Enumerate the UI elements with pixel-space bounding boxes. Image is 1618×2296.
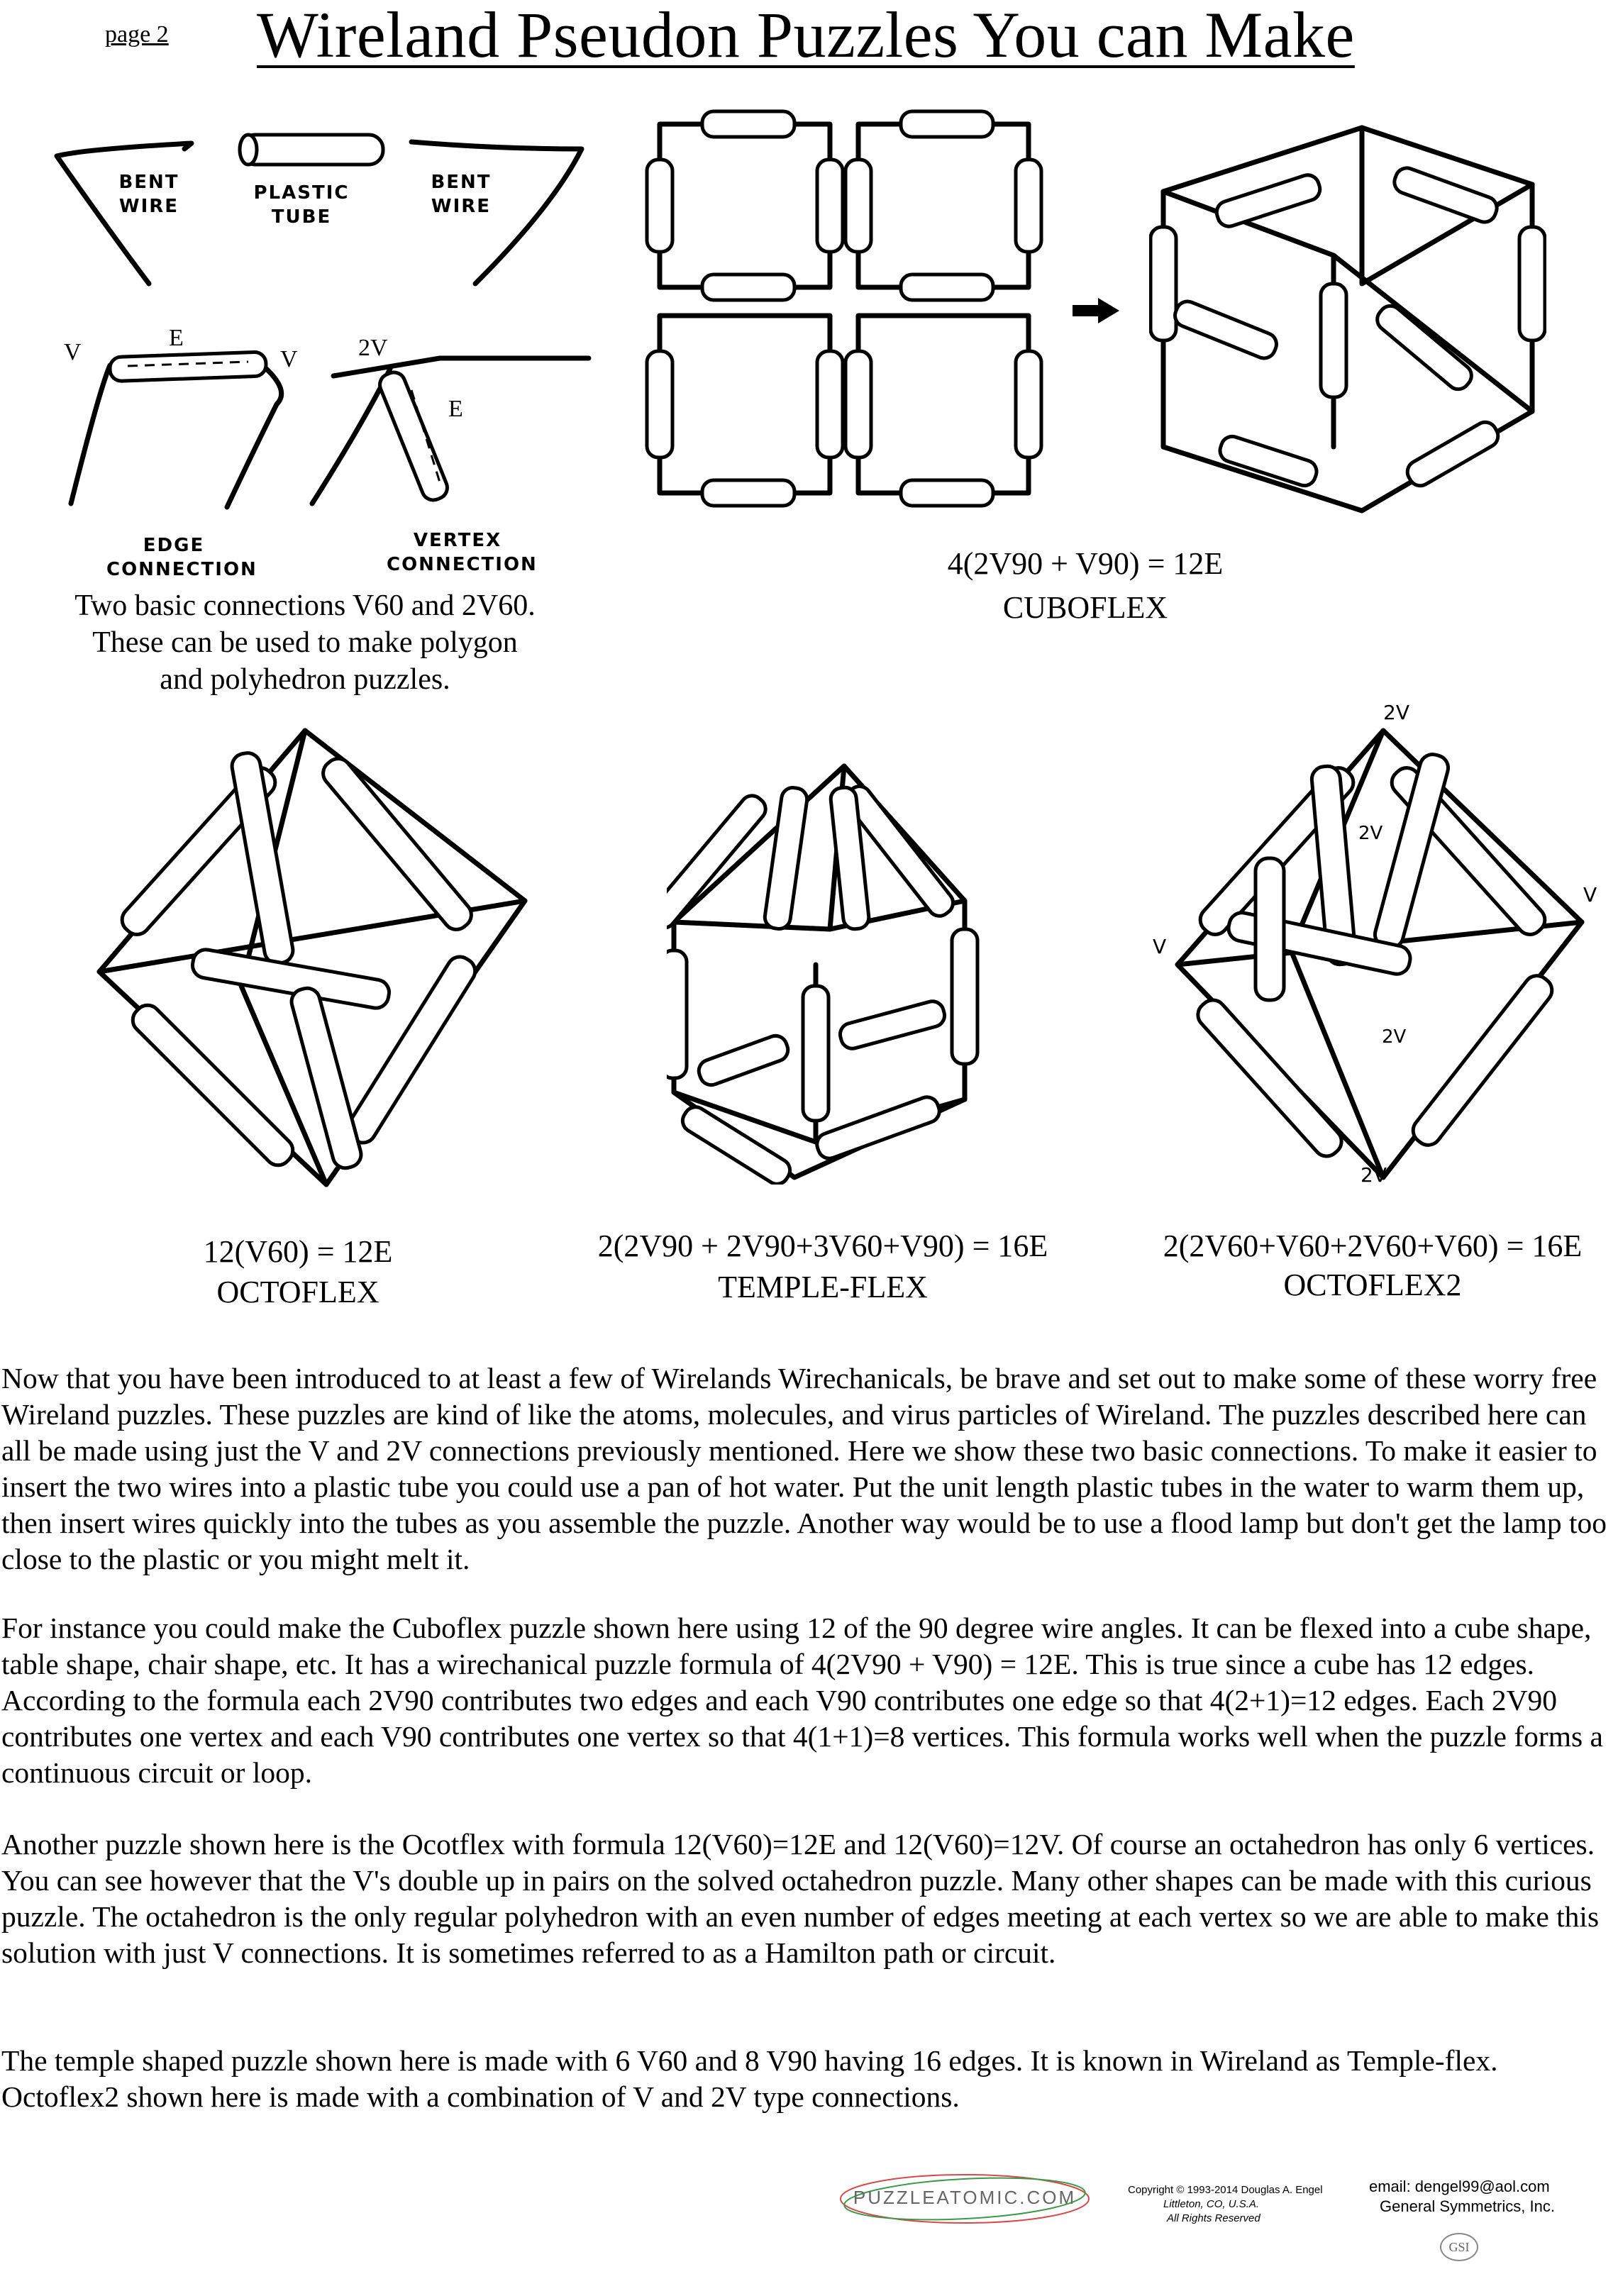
- vertex-wire-leg: [309, 366, 393, 506]
- templeflex-formula: 2(2V90 + 2V90+3V60+V90) = 16E: [597, 1229, 1048, 1263]
- octoflex2-label-v-left: V: [1153, 935, 1167, 958]
- label-plastic-tube: PLASTIC TUBE: [253, 182, 350, 228]
- octoflex2-label-2v-top: 2V: [1383, 701, 1409, 724]
- label-v-right: V: [280, 346, 298, 372]
- label-e-right: E: [448, 396, 463, 422]
- gsi-emblem-icon: GSI: [1440, 2233, 1478, 2261]
- cuboflex-flat-diagram: [645, 109, 1043, 508]
- label-vertex-connection: VERTEX CONNECTION: [387, 530, 538, 575]
- page-title: Wireland Pseudon Puzzles You can Make: [257, 0, 1355, 71]
- copyright-line-1: Copyright © 1993-2014 Douglas A. Engel: [1128, 2184, 1323, 2196]
- cuboflex-name: CUBOFLEX: [1002, 590, 1168, 625]
- bent-wire-left-leg: [54, 153, 152, 287]
- octoflex-formula: 12(V60) = 12E: [203, 1234, 393, 1269]
- paragraph-temple: The temple shaped puzzle shown here is m…: [1, 2044, 1498, 2113]
- intro-caption: Two basic connections V60 and 2V60. Thes…: [74, 589, 536, 696]
- templeflex-name: TEMPLE-FLEX: [718, 1270, 928, 1304]
- cuboflex-formula: 4(2V90 + V90) = 12E: [947, 546, 1224, 581]
- octoflex-name: OCTOFLEX: [216, 1275, 379, 1309]
- bent-wire-right: [409, 139, 584, 287]
- plastic-tube-shape: [239, 133, 385, 167]
- paragraph-cuboflex: For instance you could make the Cuboflex…: [1, 1612, 1603, 1789]
- label-bent-wire-left: BENT WIRE: [118, 172, 179, 217]
- label-edge-connection: EDGE CONNECTION: [106, 535, 257, 580]
- octoflex2-label-v-right: V: [1583, 883, 1597, 906]
- paragraph-intro: Now that you have been introduced to at …: [1, 1362, 1607, 1575]
- basic-connections-diagram: [54, 133, 592, 510]
- label-bent-wire-right: BENT WIRE: [431, 172, 492, 217]
- octoflex2-label-2v-mid: 2V: [1358, 823, 1383, 844]
- logo-text: PUZZLEATOMIC.COM: [853, 2187, 1077, 2208]
- paragraph-octoflex: Another puzzle shown here is the Ocotfle…: [1, 1828, 1600, 1969]
- label-e-top: E: [169, 325, 184, 351]
- octoflex-diagram: [96, 728, 528, 1187]
- octoflex2-label-2v-inner: 2V: [1382, 1026, 1407, 1048]
- company-name: General Symmetrics, Inc.: [1380, 2197, 1555, 2215]
- label-2v: 2V: [358, 335, 388, 361]
- copyright-line-3: All Rights Reserved: [1167, 2212, 1260, 2224]
- puzzleatomic-logo: [840, 2174, 1090, 2224]
- page-number: page 2: [105, 21, 169, 48]
- bent-wire-left-top: [54, 140, 194, 159]
- octoflex2-label-2v-bottom: 2V: [1361, 1163, 1387, 1187]
- edge-wire-right: [224, 362, 284, 510]
- label-v-left: V: [64, 339, 82, 365]
- templeflex-diagram: [667, 763, 980, 1185]
- octoflex2-name: OCTOFLEX2: [1283, 1268, 1462, 1302]
- vertex-wire-top: [331, 355, 592, 379]
- cuboflex-cube-diagram: [1149, 125, 1546, 514]
- edge-wire-left: [68, 362, 113, 506]
- octoflex2-formula: 2(2V60+V60+2V60+V60) = 16E: [1163, 1229, 1583, 1263]
- contact-email[interactable]: email: dengel99@aol.com: [1369, 2178, 1550, 2195]
- octoflex2-diagram: [1175, 728, 1585, 1180]
- right-arrow-icon: [1073, 298, 1119, 323]
- copyright-line-2: Littleton, CO, U.S.A.: [1163, 2198, 1260, 2210]
